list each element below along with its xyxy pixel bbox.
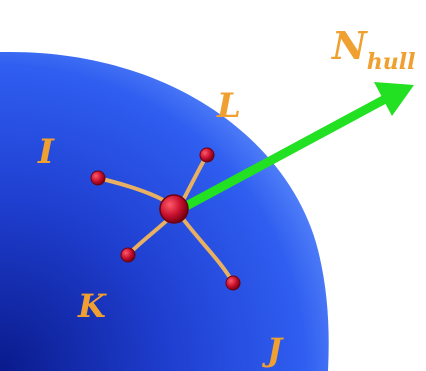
normal-arrow-shaft (172, 93, 392, 216)
label-n-main: N (331, 23, 368, 68)
vertex-center (159, 194, 189, 224)
label-n-hull: Nhull (331, 23, 415, 75)
vertex-k (120, 247, 136, 263)
vertex-i (90, 170, 106, 186)
vertex-l (199, 147, 215, 163)
vertex-j (225, 275, 241, 291)
label-k: K (77, 287, 107, 325)
label-i: I (37, 132, 55, 172)
normal-arrow-head (374, 82, 414, 116)
label-l: L (216, 86, 241, 126)
label-j: J (261, 331, 284, 369)
label-n-sub: hull (367, 49, 416, 75)
